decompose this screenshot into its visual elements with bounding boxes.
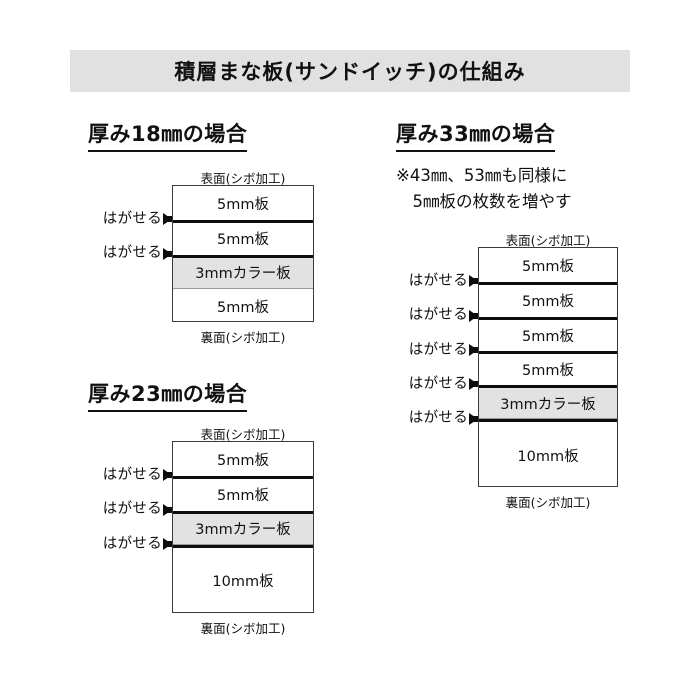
layer-thickness-23-1: 5mm板 (173, 476, 313, 511)
layer-thickness-33-2: 5mm板 (479, 316, 617, 351)
bottom-face-label-thickness-33: 裏面(シボ加工) (505, 495, 591, 511)
top-face-label-thickness-33: 表面(シボ加工) (505, 233, 591, 248)
peelable-label: はがせる (102, 245, 162, 262)
peelable-label: はがせる (102, 211, 162, 228)
bottom-face-label-thickness-18: 裏面(シボ加工) (200, 330, 286, 346)
layer-thickness-33-3: 5mm板 (479, 350, 617, 386)
peelable-marker-thickness-33-1: はがせる (386, 272, 479, 290)
peelable-marker-thickness-23-2: はがせる (80, 501, 173, 519)
peelable-marker-thickness-33-2: はがせる (386, 307, 479, 325)
layer-thickness-33-0: 5mm板 (479, 248, 617, 283)
layer-thickness-23-0: 5mm板 (173, 442, 313, 477)
peelable-label: はがせる (408, 307, 468, 324)
arrow-right-icon (163, 503, 173, 516)
arrow-right-icon (469, 309, 479, 322)
page-title: 積層まな板(サンドイッチ)の仕組み (174, 60, 526, 84)
layer-thickness-18-2: 3mmカラー板 (173, 254, 313, 289)
arrow-right-icon (469, 275, 479, 288)
top-face-label-thickness-18: 表面(シボ加工) (200, 171, 286, 186)
header-band: 積層まな板(サンドイッチ)の仕組み (70, 50, 630, 92)
layer-thickness-18-0: 5mm板 (173, 186, 313, 221)
section-heading-thickness-33: 厚み33㎜の場合 (396, 118, 556, 152)
peelable-marker-thickness-33-3: はがせる (386, 341, 479, 359)
top-face-label-thickness-23: 表面(シボ加工) (200, 427, 286, 442)
section-heading-thickness-18: 厚み18㎜の場合 (88, 118, 248, 152)
bottom-face-label-thickness-23: 裏面(シボ加工) (200, 620, 286, 636)
peelable-label: はがせる (408, 273, 468, 290)
arrow-right-icon (469, 378, 479, 391)
arrow-right-icon (163, 469, 173, 482)
peelable-label: はがせる (102, 501, 162, 518)
peelable-label: はがせる (102, 535, 162, 552)
layer-thickness-18-3: 5mm板 (173, 288, 313, 322)
peelable-label: はがせる (408, 375, 468, 392)
peelable-marker-thickness-23-1: はがせる (80, 466, 173, 484)
peelable-marker-thickness-18-1: はがせる (80, 210, 173, 228)
layer-thickness-33-4: 3mmカラー板 (479, 385, 617, 420)
peelable-marker-thickness-18-2: はがせる (80, 245, 173, 263)
arrow-right-icon (163, 537, 173, 550)
peelable-marker-thickness-23-3: はがせる (80, 535, 173, 553)
arrow-right-icon (163, 213, 173, 226)
layer-thickness-33-1: 5mm板 (479, 282, 617, 317)
peelable-label: はがせる (102, 467, 162, 484)
layer-thickness-33-5: 10mm板 (479, 419, 617, 487)
layer-thickness-18-1: 5mm板 (173, 220, 313, 255)
peelable-label: はがせる (408, 410, 468, 427)
section-note-thickness-33: ※43㎜、53㎜も同様に 5㎜板の枚数を増やす (396, 166, 572, 211)
peelable-marker-thickness-33-4: はがせる (386, 375, 479, 393)
peelable-marker-thickness-33-5: はがせる (386, 410, 479, 428)
section-heading-thickness-23: 厚み23㎜の場合 (88, 378, 248, 412)
arrow-right-icon (469, 343, 479, 356)
arrow-right-icon (163, 247, 173, 260)
layer-thickness-23-3: 10mm板 (173, 544, 313, 612)
layer-thickness-23-2: 3mmカラー板 (173, 510, 313, 545)
arrow-right-icon (469, 412, 479, 425)
peelable-label: はがせる (408, 341, 468, 358)
